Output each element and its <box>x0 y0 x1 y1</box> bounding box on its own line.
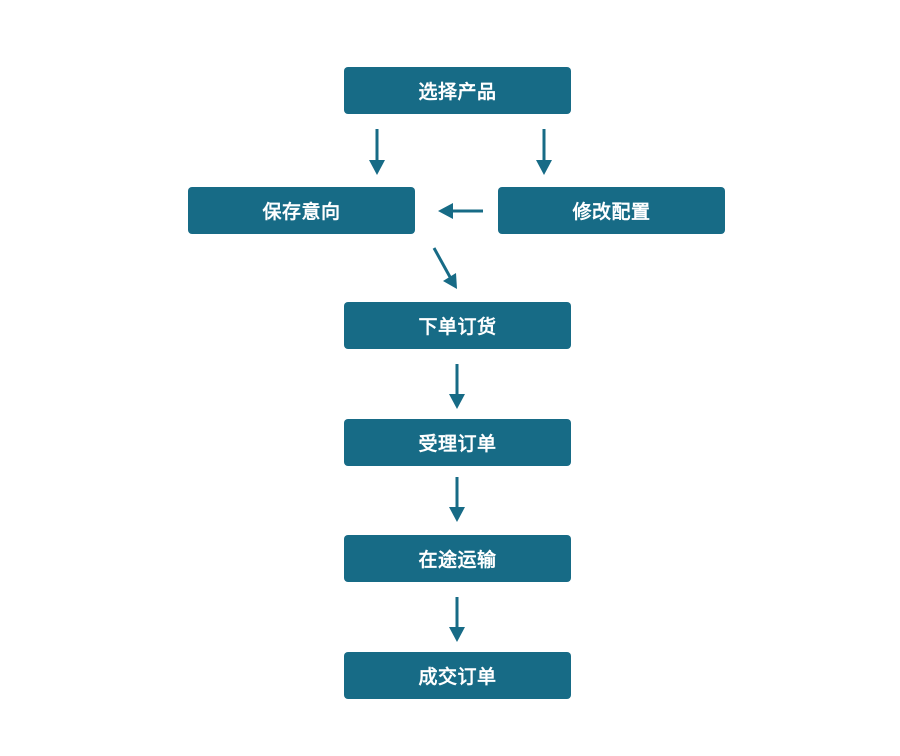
node-accept-order: 受理订单 <box>344 419 571 466</box>
arrow-select-to-save <box>369 129 385 175</box>
arrow-ship-to-deal <box>449 597 465 642</box>
node-complete-order: 成交订单 <box>344 652 571 699</box>
node-place-order-label: 下单订货 <box>418 316 497 338</box>
node-in-transit-label: 在途运输 <box>418 549 497 571</box>
node-save-intent: 保存意向 <box>188 187 415 234</box>
node-select-product-label: 选择产品 <box>418 81 497 103</box>
arrow-accept-to-ship <box>449 477 465 522</box>
node-select-product: 选择产品 <box>344 67 571 114</box>
node-in-transit: 在途运输 <box>344 535 571 582</box>
node-complete-order-label: 成交订单 <box>418 666 497 688</box>
node-modify-config-label: 修改配置 <box>572 201 651 223</box>
arrow-order-to-accept <box>449 364 465 409</box>
arrow-select-to-modify <box>536 129 552 175</box>
arrow-save-to-order <box>432 247 457 289</box>
node-modify-config: 修改配置 <box>498 187 725 234</box>
node-accept-order-label: 受理订单 <box>418 433 497 455</box>
node-save-intent-label: 保存意向 <box>262 201 341 223</box>
arrow-modify-to-save <box>438 203 483 219</box>
node-place-order: 下单订货 <box>344 302 571 349</box>
